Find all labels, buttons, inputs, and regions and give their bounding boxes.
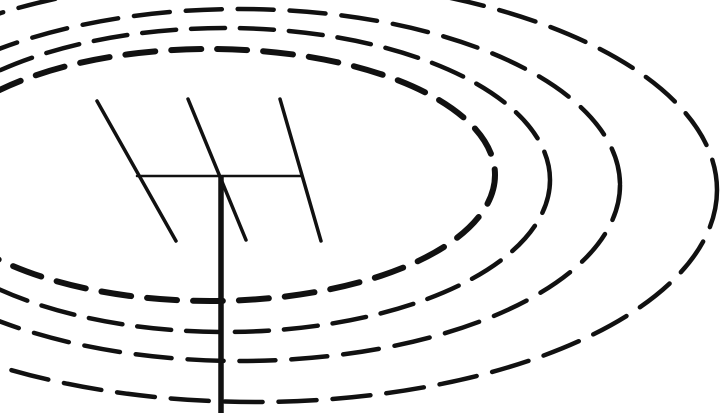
antenna-element-reflector bbox=[97, 101, 176, 241]
antenna-element-director bbox=[280, 99, 321, 241]
yagi-antenna-icon bbox=[97, 99, 321, 413]
radiation-pattern-lobes bbox=[0, 0, 717, 402]
antenna-element-driven bbox=[188, 99, 246, 240]
